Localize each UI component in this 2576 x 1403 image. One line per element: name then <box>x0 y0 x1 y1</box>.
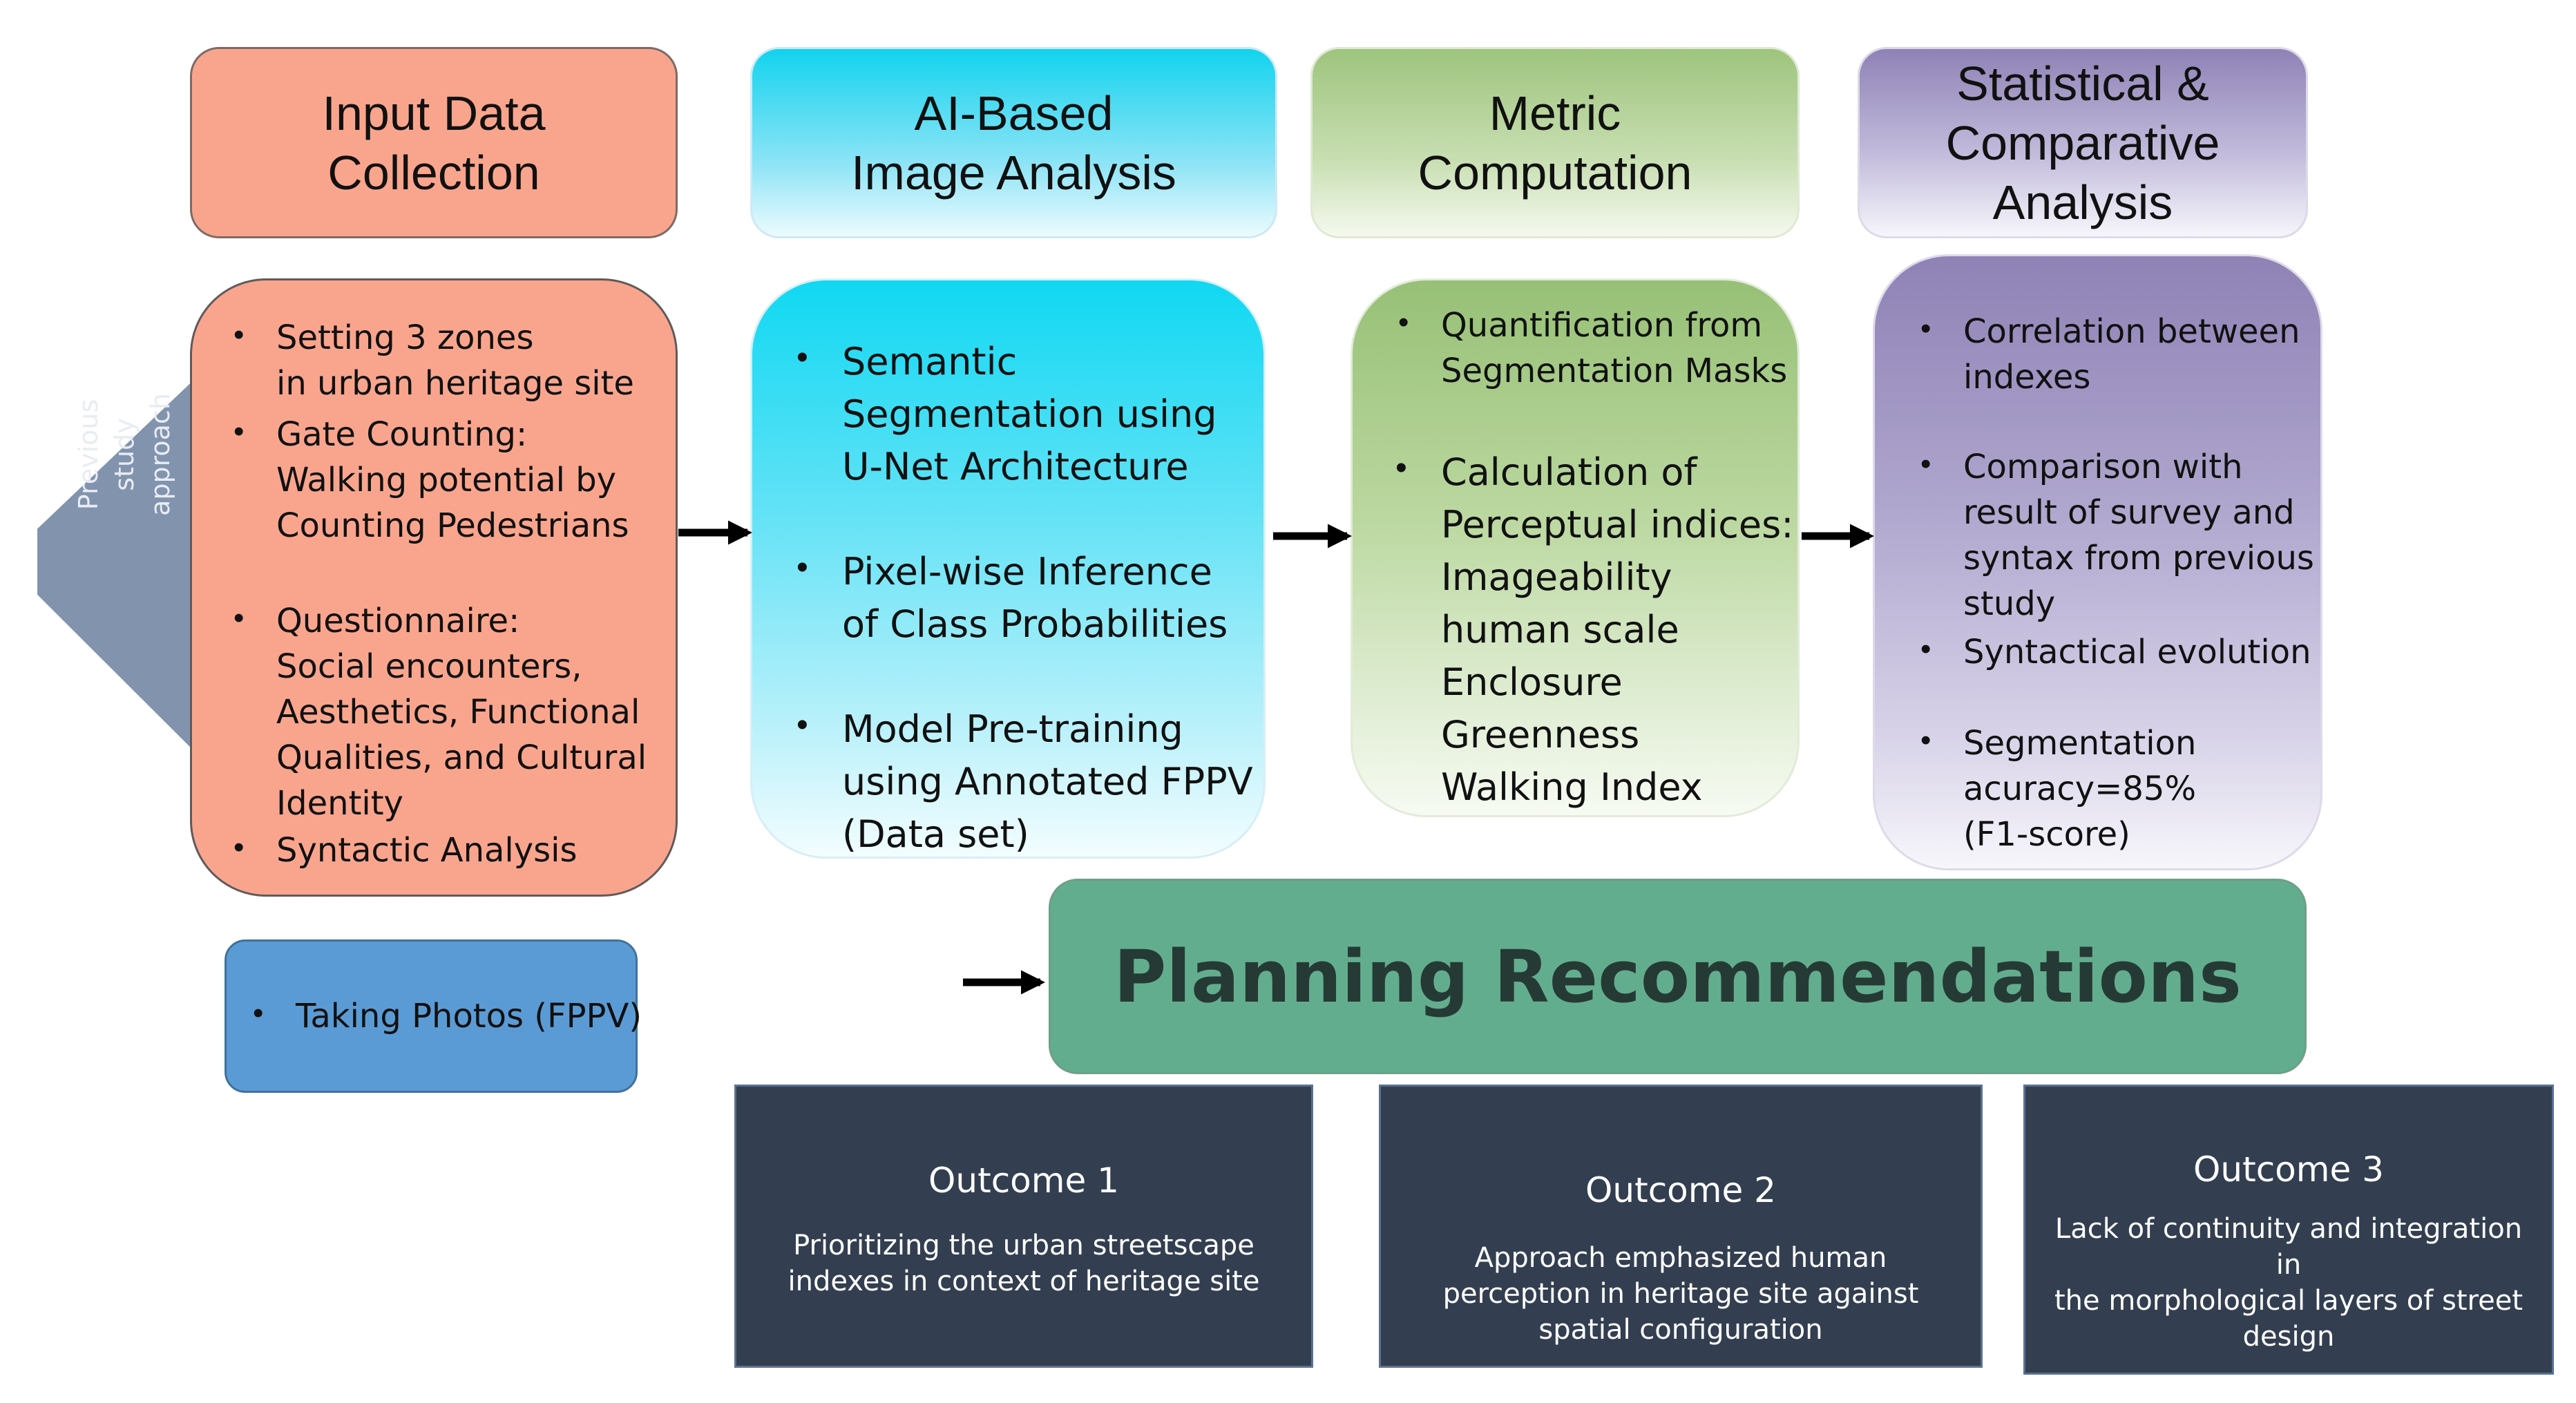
outcome-1-title: Outcome 1 <box>928 1161 1119 1201</box>
statistical-analysis-card: Correlation between indexes Comparison w… <box>1873 254 2322 870</box>
metric-item-perceptual-indices: Calculation of Perceptual indices: Image… <box>1395 442 1794 814</box>
header-metric-computation: Metric Computation <box>1310 47 1800 238</box>
metric-computation-card: Quantification from Segmentation Masks C… <box>1351 278 1800 817</box>
outcome-2-description: Approach emphasized human perception in … <box>1442 1242 1919 1346</box>
metric-item-quantification: Quantification from Segmentation Masks <box>1398 300 1787 394</box>
outcome-3-box: Outcome 3 Lack of continuity and integra… <box>2023 1085 2554 1375</box>
outcome-1-description: Prioritizing the urban streetscape index… <box>788 1230 1260 1297</box>
stat-item-syntactical-evolution: Syntactical evolution <box>1920 627 2311 675</box>
ai-item-pretraining: Model Pre-training using Annotated FPPV … <box>796 699 1253 861</box>
ai-item-pixel-inference: Pixel-wise Inference of Class Probabilit… <box>796 542 1228 651</box>
ai-item-segmentation: Semantic Segmentation using U-Net Archit… <box>796 332 1217 493</box>
stat-item-segmentation-accuracy: Segmentation acuracy=85% (F1-score) <box>1920 718 2196 857</box>
photos-item: Taking Photos (FPPV) <box>253 991 642 1039</box>
outcome-3-title: Outcome 3 <box>2193 1149 2384 1190</box>
input-data-card: Setting 3 zones in urban heritage site G… <box>190 278 678 897</box>
input-item-questionnaire: Questionnaire: Social encounters, Aesthe… <box>233 595 647 826</box>
header-input-data-collection: Input Data Collection <box>190 47 678 238</box>
outcome-3-description: Lack of continuity and integration in th… <box>2054 1213 2523 1353</box>
stat-item-comparison: Comparison with result of survey and syn… <box>1920 441 2314 627</box>
input-item-gate-counting: Gate Counting: Walking potential by Coun… <box>233 409 629 548</box>
planning-recommendations-box: Planning Recommendations <box>1049 879 2307 1074</box>
ai-analysis-card: Semantic Segmentation using U-Net Archit… <box>750 278 1266 859</box>
stat-item-correlation: Correlation between indexes <box>1920 306 2300 400</box>
outcome-2-box: Outcome 2 Approach emphasized human perc… <box>1379 1085 1983 1368</box>
header-ai-image-analysis: AI-Based Image Analysis <box>750 47 1277 238</box>
outcome-1-box: Outcome 1 Prioritizing the urban streets… <box>734 1085 1313 1368</box>
outcome-2-title: Outcome 2 <box>1585 1170 1776 1210</box>
header-statistical-analysis: Statistical & Comparative Analysis <box>1858 47 2308 238</box>
taking-photos-box: Taking Photos (FPPV) <box>225 939 642 1093</box>
input-item-zones: Setting 3 zones in urban heritage site <box>233 312 634 406</box>
input-item-syntactic-analysis: Syntactic Analysis <box>233 825 577 873</box>
